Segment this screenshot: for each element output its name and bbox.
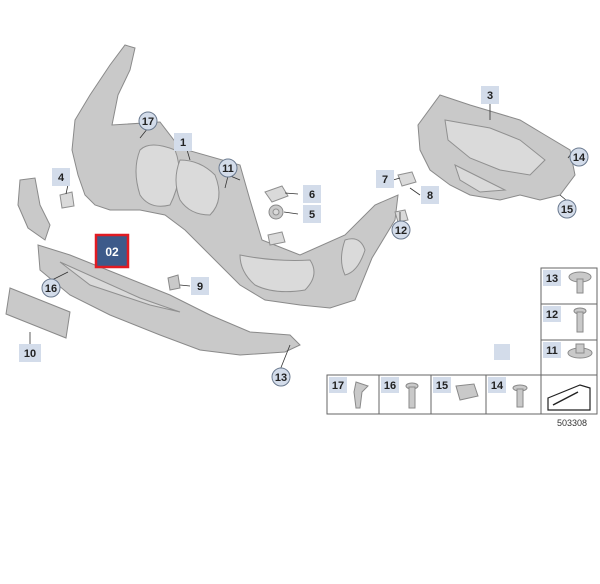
svg-text:3: 3 (487, 90, 493, 102)
callout-9[interactable]: 9 (191, 277, 209, 295)
table-callout-16[interactable]: 16 (381, 377, 399, 393)
callout-6[interactable]: 6 (303, 185, 321, 203)
svg-text:14: 14 (573, 152, 586, 164)
table-callout-15[interactable]: 15 (433, 377, 451, 393)
licence-plate-base[interactable] (5, 287, 71, 339)
table-callout-13[interactable]: 13 (543, 270, 561, 286)
svg-text:15: 15 (436, 380, 448, 392)
fastener-table (326, 267, 598, 415)
svg-text:1: 1 (180, 137, 186, 149)
fastener-icons (353, 271, 593, 411)
svg-text:12: 12 (546, 309, 558, 321)
table-callout-12[interactable]: 12 (543, 306, 561, 322)
svg-text:15: 15 (561, 204, 573, 216)
svg-text:14: 14 (491, 380, 504, 392)
svg-text:6: 6 (309, 189, 315, 201)
diagram-code: 503308 (557, 418, 587, 428)
svg-text:02: 02 (105, 245, 119, 259)
svg-text:11: 11 (222, 163, 234, 175)
side-strip[interactable] (17, 177, 51, 241)
callout-7[interactable]: 7 (376, 170, 394, 188)
svg-text:9: 9 (197, 281, 203, 293)
svg-text:7: 7 (382, 174, 388, 186)
callout-15[interactable]: 15 (557, 199, 577, 219)
callout-5[interactable]: 5 (303, 205, 321, 223)
table-callout-11[interactable]: 11 (543, 342, 561, 358)
svg-text:13: 13 (546, 273, 558, 285)
svg-text:13: 13 (275, 372, 287, 384)
callout-1[interactable]: 1 (174, 133, 192, 151)
svg-text:16: 16 (45, 283, 57, 295)
callout-8[interactable]: 8 (421, 186, 439, 204)
svg-text:17: 17 (332, 380, 344, 392)
small-parts (59, 171, 417, 291)
leader-lines (29, 103, 575, 371)
callout-3[interactable]: 3 (481, 86, 499, 104)
svg-text:5: 5 (309, 209, 315, 221)
svg-text:8: 8 (427, 190, 433, 202)
svg-text:17: 17 (142, 116, 154, 128)
svg-text:12: 12 (395, 225, 407, 237)
callout-12[interactable]: 12 (391, 220, 411, 240)
callout-10[interactable]: 10 (19, 344, 41, 362)
table-callout-17[interactable]: 17 (329, 377, 347, 393)
svg-text:4: 4 (58, 172, 65, 184)
lower-trim[interactable] (37, 244, 301, 356)
highlight-label[interactable]: 02 (94, 233, 130, 269)
svg-text:11: 11 (546, 345, 558, 357)
svg-text:10: 10 (24, 348, 36, 360)
callout-11[interactable]: 11 (218, 158, 238, 178)
callout-17[interactable]: 17 (138, 111, 158, 131)
callout-4[interactable]: 4 (52, 168, 70, 186)
table-callout-14[interactable]: 14 (488, 377, 506, 393)
bumper-cover[interactable] (71, 44, 399, 309)
callout-13[interactable]: 13 (271, 367, 291, 387)
bumper-carrier[interactable] (417, 94, 576, 201)
callout-16[interactable]: 16 (41, 278, 61, 298)
svg-text:16: 16 (384, 380, 396, 392)
callout-14[interactable]: 14 (569, 147, 589, 167)
